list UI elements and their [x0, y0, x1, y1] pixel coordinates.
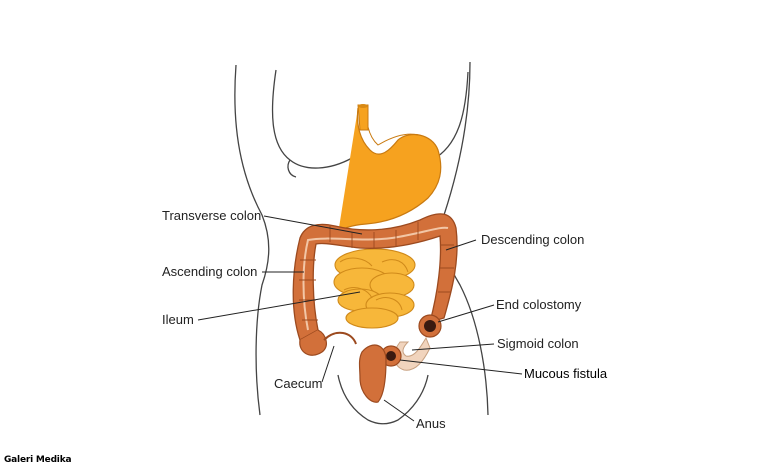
label-descending-colon: Descending colon [481, 232, 585, 247]
colon [292, 213, 458, 356]
label-caecum: Caecum [274, 376, 323, 391]
rectum [358, 344, 387, 403]
label-anus: Anus [416, 416, 446, 431]
stomach [337, 104, 442, 235]
small-intestine [333, 248, 416, 329]
end-colostomy-stoma [418, 314, 442, 338]
label-mucous-fistula: Mucous fistula [524, 366, 608, 381]
label-end-colostomy: End colostomy [496, 297, 582, 312]
label-ileum: Ileum [162, 312, 194, 327]
leader-lines [197, 215, 523, 422]
label-sigmoid-colon: Sigmoid colon [497, 336, 579, 351]
label-transverse-colon: Transverse colon [162, 208, 262, 223]
label-ascending-colon: Ascending colon [162, 264, 258, 279]
watermark-credit: Galeri Medika [4, 455, 72, 465]
torso-outline [234, 61, 489, 425]
